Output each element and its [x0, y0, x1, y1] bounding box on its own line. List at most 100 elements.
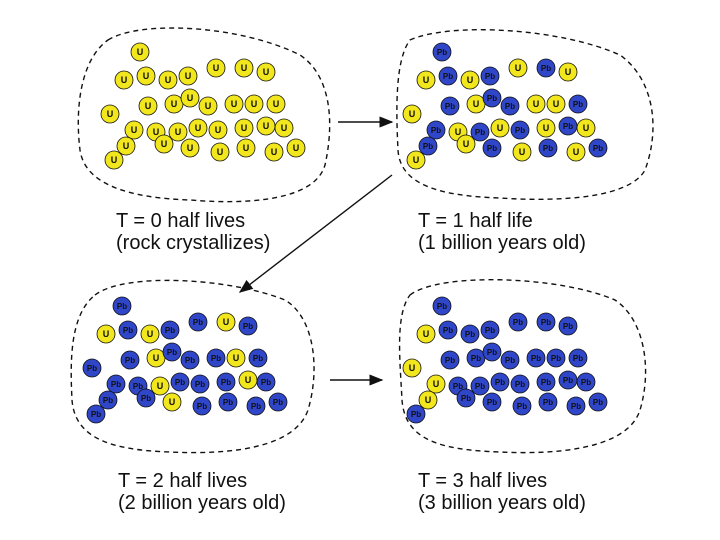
lead-atom-circle — [490, 372, 510, 392]
uranium-atom-label: U — [425, 395, 432, 405]
lead-atom: Pb — [82, 358, 102, 378]
lead-atom-circle — [432, 42, 452, 62]
lead-atom: Pb — [510, 120, 530, 140]
lead-atom-label: Pb — [495, 378, 505, 387]
lead-atom: Pb — [512, 396, 532, 416]
uranium-atom-label: U — [171, 99, 178, 109]
lead-atom-circle — [566, 396, 586, 416]
lead-atom-circle — [180, 350, 200, 370]
uranium-atom: U — [162, 392, 182, 412]
uranium-atom-label: U — [153, 127, 160, 137]
lead-atom-circle — [218, 392, 238, 412]
uranium-atom-circle — [116, 136, 136, 156]
uranium-atom-circle — [224, 94, 244, 114]
uranium-atom-label: U — [473, 99, 480, 109]
lead-atom: Pb — [440, 350, 460, 370]
uranium-atom: U — [114, 70, 134, 90]
lead-atom-label: Pb — [125, 356, 135, 365]
lead-atom: Pb — [160, 320, 180, 340]
lead-atom-label: Pb — [445, 356, 455, 365]
uranium-atom: U — [456, 134, 476, 154]
uranium-atom: U — [426, 374, 446, 394]
uranium-atom-label: U — [263, 121, 270, 131]
uranium-atom-label: U — [107, 109, 114, 119]
uranium-atom-label: U — [185, 71, 192, 81]
lead-atom-label: Pb — [423, 142, 433, 151]
uranium-atom-circle — [416, 70, 436, 90]
lead-atom-label: Pb — [261, 378, 271, 387]
lead-atom: Pb — [482, 88, 502, 108]
lead-atom-label: Pb — [543, 144, 553, 153]
uranium-atom-label: U — [467, 75, 474, 85]
lead-atom-label: Pb — [517, 402, 527, 411]
uranium-atom-label: U — [213, 63, 220, 73]
uranium-atom: U — [402, 358, 422, 378]
lead-atom: Pb — [588, 138, 608, 158]
uranium-atom-circle — [264, 142, 284, 162]
lead-atom-circle — [558, 316, 578, 336]
lead-atom-circle — [470, 376, 490, 396]
uranium-atom: U — [130, 42, 150, 62]
uranium-atom-label: U — [573, 147, 580, 157]
lead-atom-circle — [406, 404, 426, 424]
uranium-atom: U — [168, 122, 188, 142]
lead-atom: Pb — [218, 392, 238, 412]
lead-atom-label: Pb — [475, 382, 485, 391]
lead-atom: Pb — [112, 296, 132, 316]
lead-atom-circle — [216, 372, 236, 392]
lead-atom: Pb — [470, 122, 490, 142]
lead-atom-circle — [482, 392, 502, 412]
lead-atom-label: Pb — [485, 72, 495, 81]
uranium-atom: U — [416, 70, 436, 90]
lead-atom-label: Pb — [563, 376, 573, 385]
lead-atom: Pb — [246, 396, 266, 416]
lead-atom: Pb — [558, 316, 578, 336]
lead-atom: Pb — [588, 392, 608, 412]
lead-atom: Pb — [538, 392, 558, 412]
uranium-atom-circle — [180, 138, 200, 158]
uranium-atom-circle — [274, 118, 294, 138]
lead-atom-circle — [238, 316, 258, 336]
lead-atom-label: Pb — [197, 402, 207, 411]
lead-atom-circle — [482, 88, 502, 108]
lead-atom-label: Pb — [461, 394, 471, 403]
uranium-atom: U — [206, 58, 226, 78]
uranium-atom: U — [406, 150, 426, 170]
lead-atom-circle — [588, 138, 608, 158]
lead-atom-label: Pb — [87, 364, 97, 373]
lead-atom: Pb — [136, 388, 156, 408]
lead-atom-label: Pb — [505, 102, 515, 111]
uranium-atom-circle — [150, 376, 170, 396]
lead-atom-label: Pb — [563, 122, 573, 131]
uranium-atom-circle — [210, 142, 230, 162]
lead-atom: Pb — [188, 312, 208, 332]
uranium-atom-label: U — [553, 99, 560, 109]
lead-atom-label: Pb — [505, 356, 515, 365]
uranium-atom-label: U — [409, 363, 416, 373]
lead-atom-circle — [510, 374, 530, 394]
lead-atom-circle — [546, 348, 566, 368]
lead-atom-label: Pb — [543, 398, 553, 407]
uranium-atom-label: U — [147, 329, 154, 339]
lead-atom-circle — [500, 96, 520, 116]
lead-atom: Pb — [106, 374, 126, 394]
lead-atom: Pb — [456, 388, 476, 408]
lead-atom-label: Pb — [223, 398, 233, 407]
uranium-atom-label: U — [241, 123, 248, 133]
lead-atom: Pb — [190, 374, 210, 394]
uranium-atom-circle — [114, 70, 134, 90]
lead-atom-label: Pb — [471, 354, 481, 363]
uranium-atom-label: U — [543, 123, 550, 133]
uranium-atom-label: U — [165, 75, 172, 85]
uranium-atom-circle — [234, 118, 254, 138]
lead-atom-circle — [538, 138, 558, 158]
uranium-atom-circle — [402, 104, 422, 124]
uranium-atom-label: U — [161, 139, 168, 149]
lead-atom-label: Pb — [103, 396, 113, 405]
lead-atom: Pb — [482, 392, 502, 412]
uranium-atom-circle — [124, 120, 144, 140]
uranium-atom-label: U — [205, 101, 212, 111]
lead-atom: Pb — [426, 120, 446, 140]
